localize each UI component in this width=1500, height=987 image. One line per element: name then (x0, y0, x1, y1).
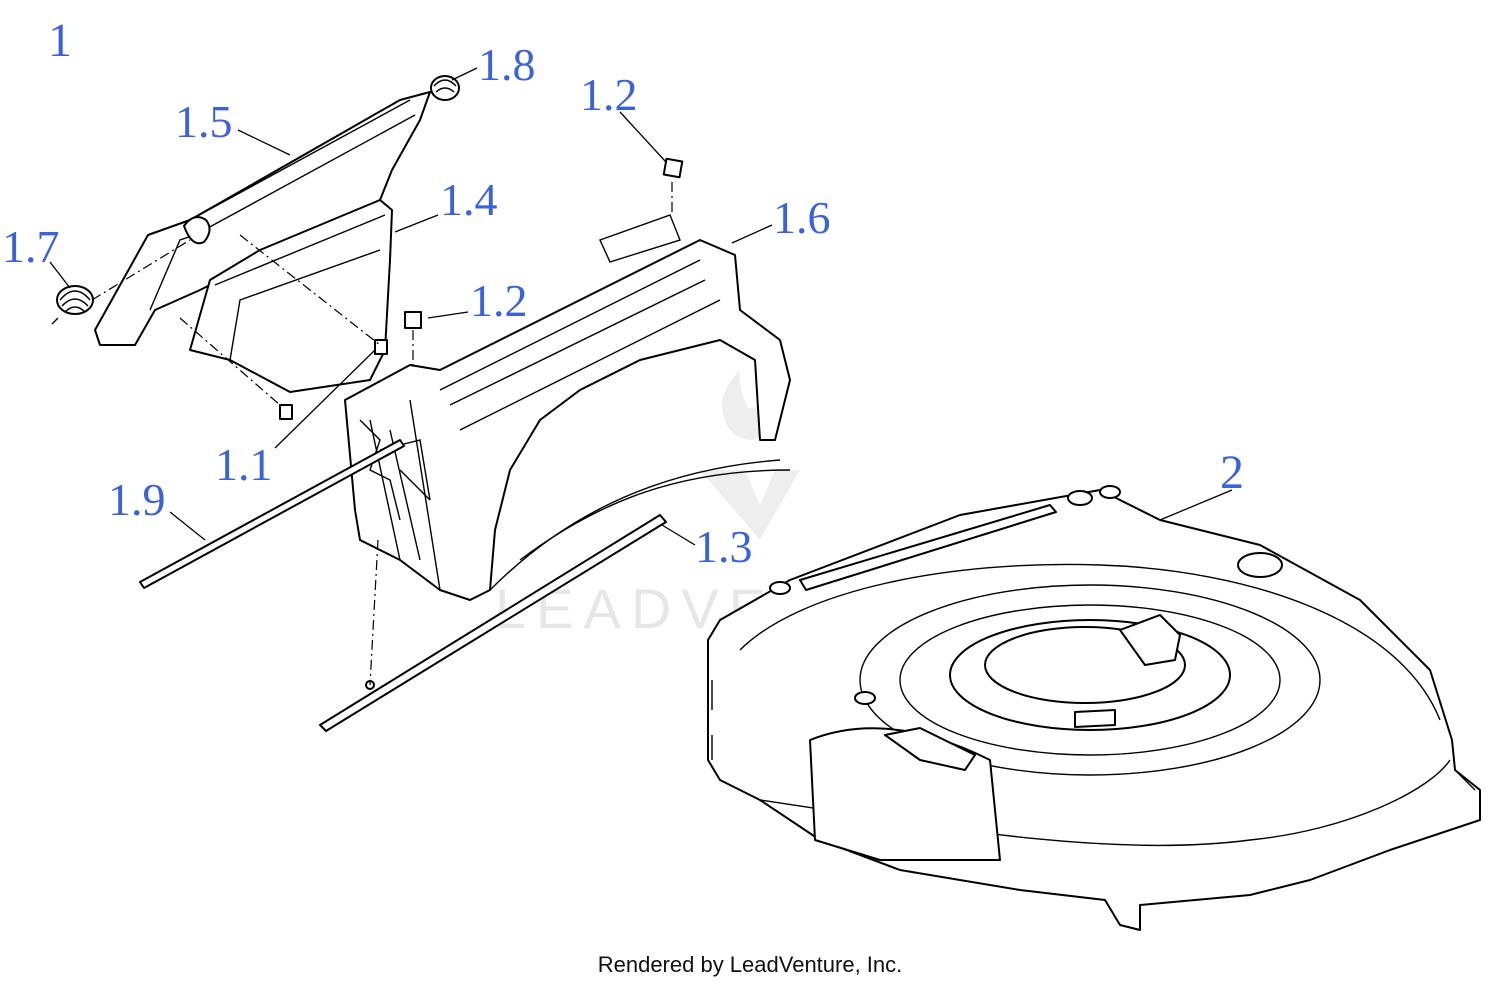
callout-1: 1 (48, 14, 72, 67)
alignment-lines (91, 182, 673, 686)
callout-1-7: 1.7 (2, 221, 60, 272)
callout-1-1: 1.1 (215, 439, 273, 490)
callout-1-9: 1.9 (108, 474, 166, 525)
part-1-9-rod (139, 439, 405, 589)
callout-1-2-mid: 1.2 (470, 275, 528, 326)
callout-labels: 1 1.8 1.5 1.2 1.4 1.6 1.7 1.2 1.1 1.9 1.… (2, 14, 1244, 572)
callout-1-6: 1.6 (773, 192, 831, 243)
callout-1-3: 1.3 (695, 521, 753, 572)
rendered-by-footer: Rendered by LeadVenture, Inc. (597, 952, 903, 977)
part-1-4-rear-shield (189, 199, 393, 393)
part-2-mower-deck (707, 485, 1481, 931)
callout-1-5: 1.5 (175, 96, 233, 147)
part-1-8-spring (430, 75, 460, 101)
part-1-6-axle-housing (344, 214, 791, 601)
callout-1-2-top: 1.2 (580, 69, 638, 120)
hardware-nuts (279, 157, 684, 420)
callout-1-8: 1.8 (478, 39, 536, 90)
part-1-7-spring (51, 285, 94, 325)
callout-1-4: 1.4 (440, 174, 498, 225)
callout-2: 2 (1220, 446, 1244, 499)
leader-lines (49, 67, 1233, 546)
